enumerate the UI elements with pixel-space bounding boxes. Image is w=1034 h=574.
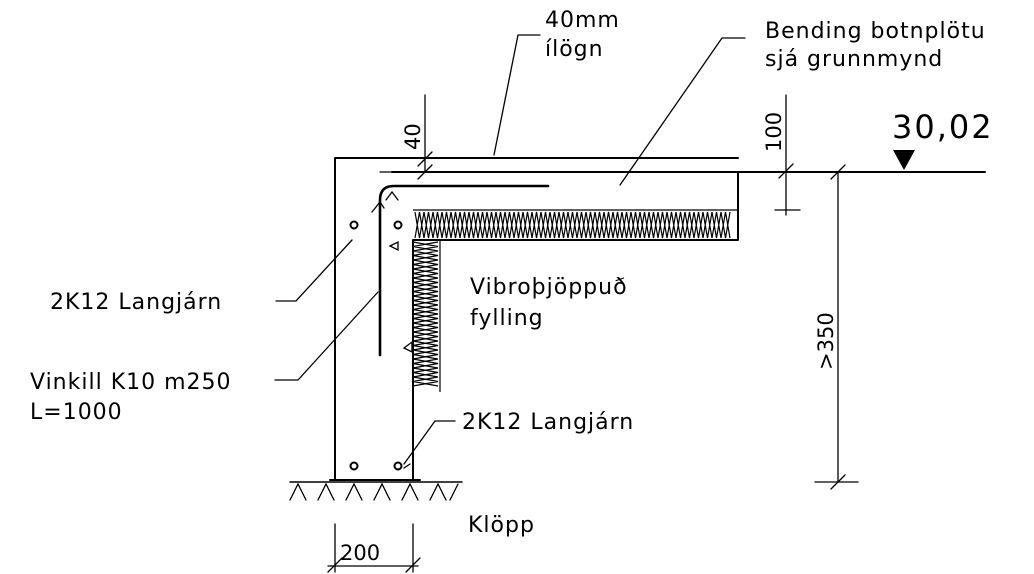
dim-top-cover: 40 [401,123,425,150]
label-langjarn-left: 2K12 Langjárn [50,290,222,315]
rebar-dot [393,220,403,230]
label-elevation: 30,02 [892,108,994,146]
label-vinkill: Vinkill K10 m250 [30,370,232,395]
label-fylling-2: fylling [470,306,544,331]
dim-depth: >350 [814,312,838,370]
dim-slab-thickness: 100 [762,112,786,152]
rebar-dot [349,220,359,230]
label-length: L=1000 [30,400,123,425]
label-40mm: 40mm [545,8,620,33]
label-ilogn: ílögn [545,37,604,62]
label-langjarn-bottom: 2K12 Langjárn [462,410,634,435]
insulation-vertical [412,240,441,392]
label-bending-2: sjá grunnmynd [765,47,943,72]
dimension-lines [327,94,859,573]
elevation-triangle-icon [893,150,915,170]
dim-wall-width: 200 [340,541,380,565]
concrete-outline [329,157,986,481]
leader-lines [274,34,746,465]
label-fylling-1: Vibroþjöppuð [470,275,628,300]
label-bending-1: Bending botnplötu [765,19,986,44]
insulation-horizontal [413,209,738,239]
rebar-dot [349,461,359,471]
reinforcement-bars [349,184,550,471]
rebar-dot [393,461,403,471]
label-klopp: Klöpp [468,513,535,538]
rock-hatching [289,481,463,501]
